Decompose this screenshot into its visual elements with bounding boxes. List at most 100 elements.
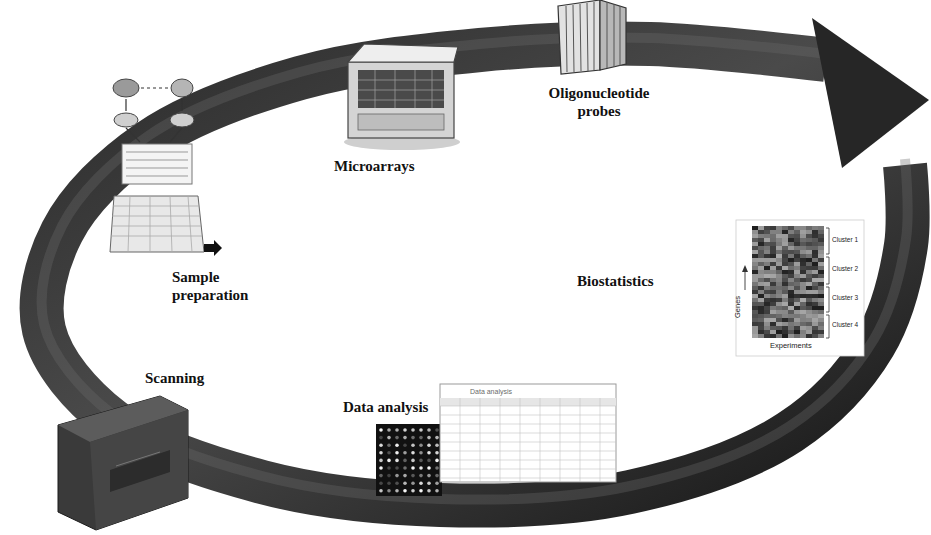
array-spot — [379, 481, 383, 485]
heatmap-cell — [752, 334, 758, 338]
heatmap-cell — [758, 270, 764, 274]
sheet-row-line — [440, 451, 616, 452]
heatmap-cell — [788, 258, 794, 262]
heatmap-cell — [776, 242, 782, 246]
heatmap-cell — [812, 226, 818, 230]
heatmap-cell — [818, 238, 824, 242]
heatmap-cell — [752, 254, 758, 258]
heatmap-cell — [758, 322, 764, 326]
heatmap-cell — [776, 246, 782, 250]
heatmap-cell — [794, 310, 800, 314]
heatmap-cell — [812, 254, 818, 258]
heatmap-cell — [818, 310, 824, 314]
heatmap-cell — [806, 278, 812, 282]
heatmap-cell — [752, 282, 758, 286]
heatmap-cell — [794, 294, 800, 298]
heatmap-cell — [788, 278, 794, 282]
heatmap-cell — [818, 266, 824, 270]
heatmap-cell — [758, 318, 764, 322]
cycle-arrowhead — [812, 18, 929, 168]
heatmap-cell — [812, 238, 818, 242]
array-spot — [435, 474, 439, 478]
heatmap-cell — [782, 258, 788, 262]
heatmap-cell — [764, 270, 770, 274]
heatmap-cell — [794, 298, 800, 302]
heatmap-cell — [764, 262, 770, 266]
array-spot — [387, 451, 391, 455]
array-spot — [419, 451, 423, 455]
heatmap-cell — [752, 314, 758, 318]
heatmap-cell — [758, 334, 764, 338]
heatmap-cell — [764, 314, 770, 318]
heatmap-cell — [776, 290, 782, 294]
heatmap-cell — [788, 322, 794, 326]
array-spot — [411, 443, 415, 447]
heatmap-cell — [764, 294, 770, 298]
array-spot — [395, 428, 399, 432]
heatmap-cell — [818, 318, 824, 322]
heatmap-cell — [782, 314, 788, 318]
cluster-label: Cluster 4 — [832, 322, 858, 329]
heatmap-cell — [776, 254, 782, 258]
heatmap-cell — [794, 234, 800, 238]
array-spot — [435, 428, 439, 432]
heatmap-cell — [788, 230, 794, 234]
heatmap-cell — [764, 246, 770, 250]
array-spot — [395, 481, 399, 485]
heatmap-cell — [776, 334, 782, 338]
heatmap-cell — [776, 234, 782, 238]
heatmap-cell — [752, 330, 758, 334]
heatmap-cell — [788, 270, 794, 274]
heatmap-cell — [770, 310, 776, 314]
heatmap-cell — [770, 270, 776, 274]
heatmap-cell — [806, 318, 812, 322]
heatmap-cell — [764, 310, 770, 314]
heatmap-cell — [782, 290, 788, 294]
heatmap-cell — [812, 274, 818, 278]
heatmap-cell — [812, 282, 818, 286]
heatmap-cell — [776, 294, 782, 298]
heatmap-cell — [758, 310, 764, 314]
heatmap-cell — [788, 330, 794, 334]
array-spot — [427, 474, 431, 478]
heatmap-cell — [758, 286, 764, 290]
heatmap-cell — [782, 286, 788, 290]
heatmap-cell — [794, 306, 800, 310]
array-spot — [379, 466, 383, 470]
array-spot — [419, 481, 423, 485]
heatmap-cell — [818, 270, 824, 274]
heatmap-cell — [812, 306, 818, 310]
heatmap-cell — [812, 270, 818, 274]
heatmap-cell — [818, 242, 824, 246]
heatmap-cell — [794, 302, 800, 306]
heatmap-cell — [758, 330, 764, 334]
heatmap-cell — [794, 226, 800, 230]
array-spot — [387, 466, 391, 470]
array-spot — [395, 466, 399, 470]
cluster-heatmap — [736, 220, 864, 356]
heatmap-cell — [764, 242, 770, 246]
heatmap-cell — [812, 314, 818, 318]
heatmap-cell — [782, 302, 788, 306]
heatmap-cell — [800, 298, 806, 302]
array-spot — [395, 459, 399, 463]
heatmap-cell — [764, 266, 770, 270]
array-spot — [427, 459, 431, 463]
array-spot — [435, 443, 439, 447]
heatmap-cell — [788, 326, 794, 330]
heatmap-cell — [782, 306, 788, 310]
heatmap-cell — [794, 318, 800, 322]
heatmap-cell — [794, 334, 800, 338]
heatmap-cell — [764, 302, 770, 306]
heatmap-cell — [800, 282, 806, 286]
heatmap-cell — [758, 242, 764, 246]
heatmap-cell — [794, 286, 800, 290]
heatmap-cell — [758, 298, 764, 302]
array-spot — [419, 489, 423, 493]
heatmap-cell — [788, 298, 794, 302]
heatmap-cell — [776, 330, 782, 334]
heatmap-cell — [782, 298, 788, 302]
array-spot — [403, 481, 407, 485]
sample-preparation-sketch — [110, 79, 222, 256]
heatmap-cell — [806, 266, 812, 270]
